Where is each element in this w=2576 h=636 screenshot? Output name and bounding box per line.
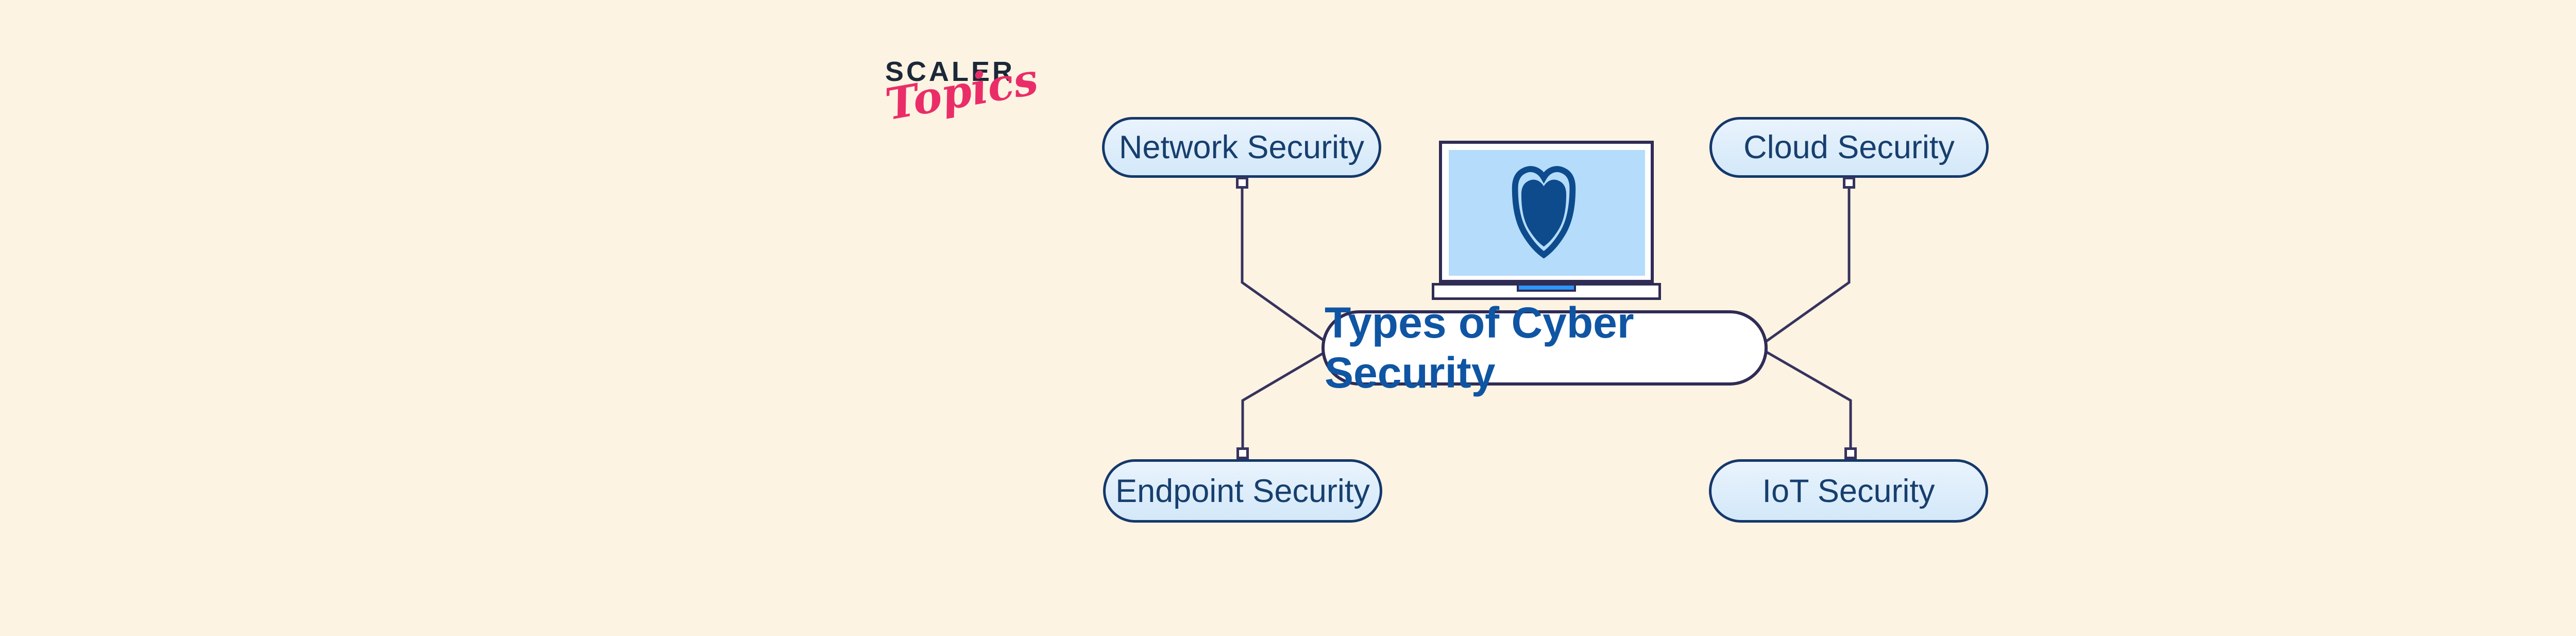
center-node-pill: Types of Cyber Security (1321, 298, 1768, 397)
node-pill-endpoint-security: Endpoint Security (1103, 459, 1382, 523)
connector-line-network (1241, 180, 1353, 362)
node-pill-cloud-security: Cloud Security (1709, 117, 1989, 178)
trackpad-notch (1517, 283, 1576, 292)
node-label-cloud-security: Cloud Security (1743, 129, 1955, 165)
shield-outline (1512, 166, 1576, 259)
shield-core (1521, 179, 1567, 247)
node-pill-network-security: Network Security (1102, 117, 1381, 178)
connector-joint-network (1236, 177, 1248, 189)
laptop-shield-icon (1432, 139, 1661, 302)
connector-joint-iot (1844, 447, 1857, 459)
node-label-iot-security: IoT Security (1762, 473, 1935, 509)
connector-line-cloud (1738, 180, 1851, 362)
connector-line-iot (1738, 334, 1852, 451)
connector-joint-endpoint (1236, 447, 1249, 459)
scaler-topics-logo: SCALER Topics (882, 53, 1042, 130)
center-node-label: Types of Cyber Security (1325, 298, 1634, 397)
node-label-endpoint-security: Endpoint Security (1115, 473, 1370, 509)
connector-joint-cloud (1843, 177, 1855, 189)
connector-line-endpoint (1241, 334, 1353, 451)
shield-icon (1512, 166, 1576, 259)
node-pill-iot-security: IoT Security (1709, 459, 1988, 523)
scaler-wordmark: SCALER (885, 56, 1015, 87)
node-label-network-security: Network Security (1118, 129, 1365, 165)
